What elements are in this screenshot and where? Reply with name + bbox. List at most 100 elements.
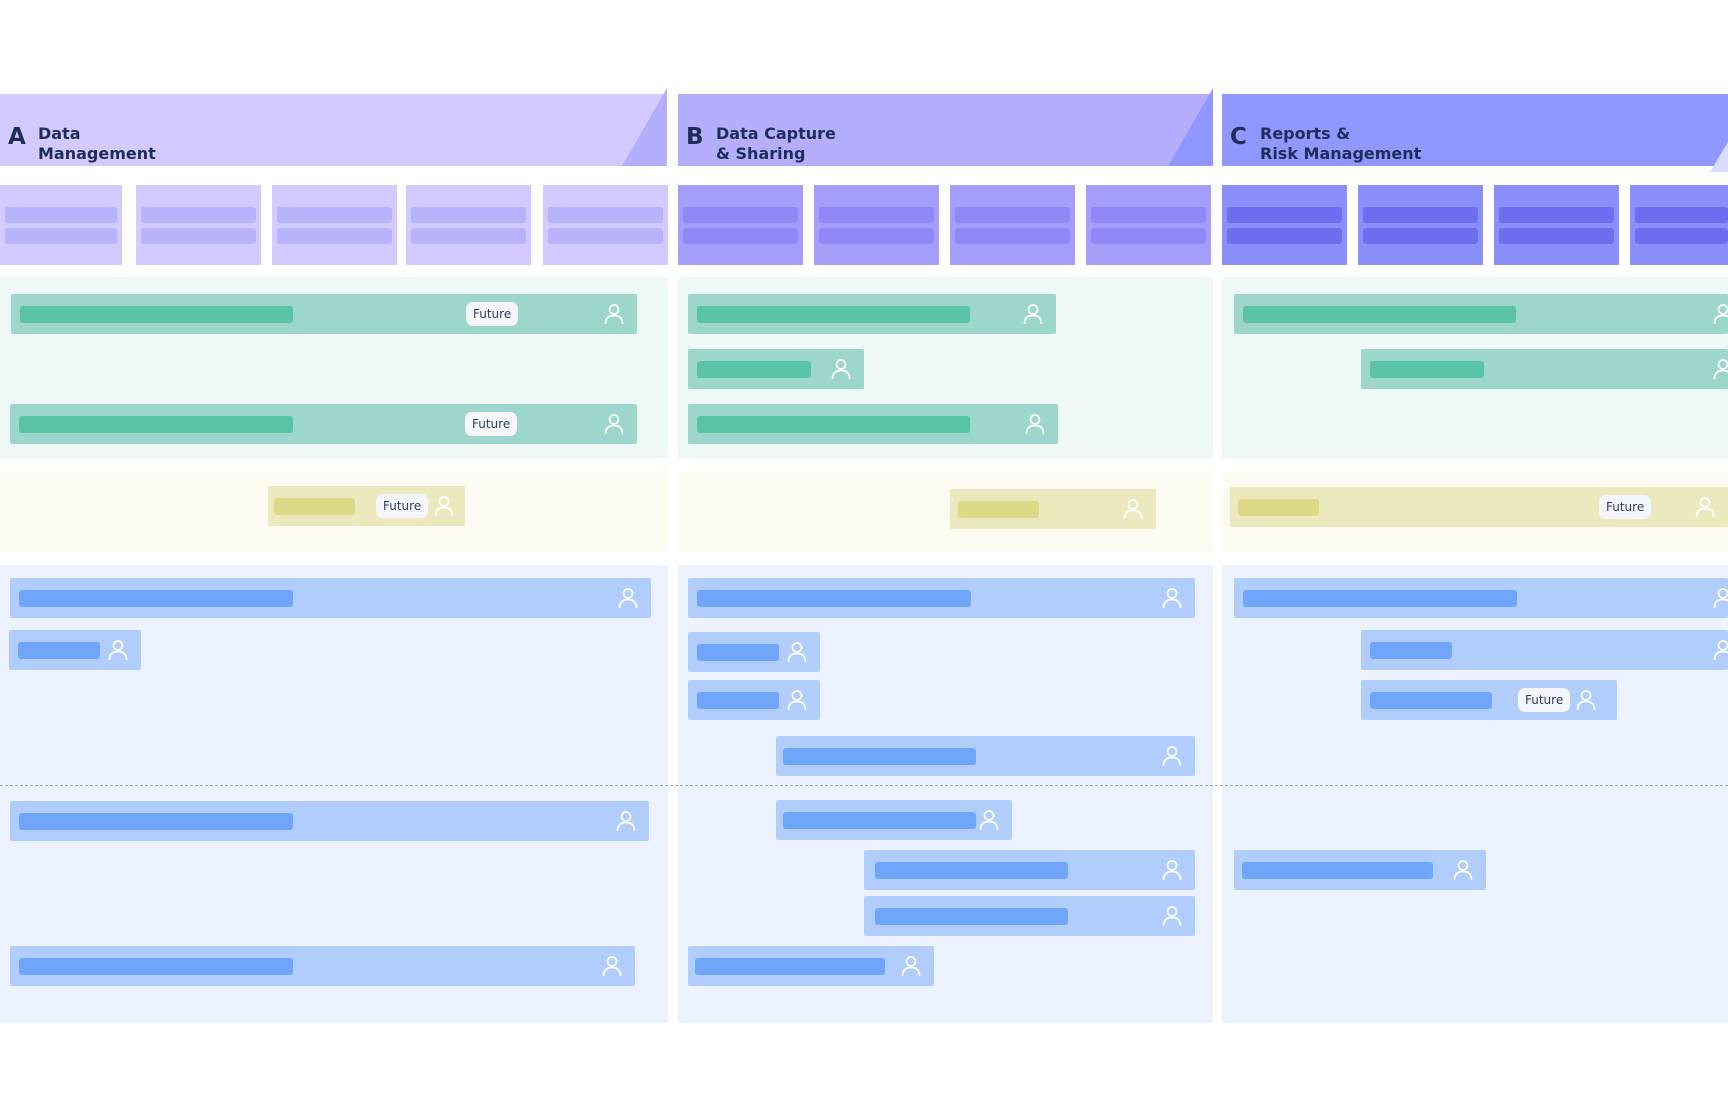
category-card[interactable]: [136, 185, 261, 265]
person-icon: [604, 414, 624, 435]
roadmap-item[interactable]: [864, 850, 1195, 890]
roadmap-item[interactable]: [776, 800, 1012, 840]
person-icon: [979, 810, 999, 831]
person-icon: [787, 690, 807, 711]
column-letter: B: [686, 124, 704, 150]
roadmap-item[interactable]: [688, 632, 820, 672]
divider-line: [0, 785, 1728, 786]
category-card[interactable]: [950, 185, 1075, 265]
person-icon: [108, 640, 128, 661]
person-icon: [1162, 588, 1182, 609]
category-card[interactable]: [0, 185, 122, 265]
category-card[interactable]: [1222, 185, 1347, 265]
person-icon: [1713, 359, 1728, 380]
roadmap-item[interactable]: [688, 349, 864, 389]
roadmap-item[interactable]: [1361, 349, 1728, 389]
roadmap-item[interactable]: [688, 578, 1195, 618]
person-icon: [1695, 497, 1715, 518]
person-icon: [1162, 860, 1182, 881]
roadmap-item[interactable]: [1234, 578, 1728, 618]
future-badge: Future: [466, 302, 519, 326]
roadmap-item[interactable]: [688, 404, 1058, 444]
category-card[interactable]: [543, 185, 668, 265]
category-card[interactable]: [406, 185, 531, 265]
item-title-placeholder: [20, 306, 293, 323]
column-header-c[interactable]: C Reports & Risk Management: [1222, 94, 1728, 172]
person-icon: [1713, 588, 1728, 609]
person-icon: [1576, 690, 1596, 711]
person-icon: [1713, 304, 1728, 325]
header-notch: [622, 88, 667, 166]
roadmap-item[interactable]: [9, 630, 141, 670]
header-notch: [1168, 88, 1213, 166]
person-icon: [1123, 499, 1143, 520]
roadmap-item[interactable]: [10, 801, 649, 841]
item-title-placeholder: [875, 908, 1068, 925]
roadmap-item[interactable]: [1361, 630, 1728, 670]
roadmap-item[interactable]: Future: [11, 294, 637, 334]
item-title-placeholder: [1370, 361, 1484, 378]
future-badge: Future: [465, 412, 518, 436]
item-title-placeholder: [697, 361, 811, 378]
item-title-placeholder: [697, 590, 971, 607]
roadmap-item[interactable]: Future: [1361, 680, 1617, 720]
item-title-placeholder: [19, 813, 293, 830]
item-title-placeholder: [19, 958, 293, 975]
category-card[interactable]: [1086, 185, 1211, 265]
item-title-placeholder: [695, 958, 885, 975]
category-card[interactable]: [814, 185, 939, 265]
roadmap-item[interactable]: [10, 578, 651, 618]
roadmap-item[interactable]: [688, 680, 820, 720]
roadmap-item[interactable]: [688, 946, 934, 986]
header-notch: [1710, 142, 1728, 172]
roadmap-item[interactable]: [776, 736, 1195, 776]
category-card[interactable]: [1630, 185, 1728, 265]
future-badge: Future: [1599, 495, 1652, 519]
roadmap-item[interactable]: [10, 946, 635, 986]
person-icon: [1453, 860, 1473, 881]
person-icon: [602, 956, 622, 977]
roadmap-item[interactable]: [1234, 850, 1486, 890]
person-icon: [1162, 746, 1182, 767]
person-icon: [787, 642, 807, 663]
item-title-placeholder: [274, 498, 355, 515]
person-icon: [1025, 414, 1045, 435]
person-icon: [1162, 906, 1182, 927]
future-badge: Future: [1518, 688, 1571, 712]
item-title-placeholder: [19, 590, 293, 607]
category-card[interactable]: [1358, 185, 1483, 265]
roadmap-item[interactable]: Future: [268, 486, 465, 526]
person-icon: [616, 811, 636, 832]
item-title-placeholder: [697, 416, 970, 433]
item-title-placeholder: [697, 692, 779, 709]
person-icon: [604, 304, 624, 325]
person-icon: [831, 359, 851, 380]
category-card[interactable]: [1494, 185, 1619, 265]
column-letter: A: [8, 124, 26, 150]
column-letter: C: [1230, 124, 1247, 150]
roadmap-item[interactable]: [688, 294, 1056, 334]
roadmap-item[interactable]: Future: [1230, 487, 1728, 527]
column-title: Data Capture & Sharing: [716, 124, 836, 163]
category-card[interactable]: [272, 185, 397, 265]
item-title-placeholder: [875, 862, 1068, 879]
item-title-placeholder: [18, 642, 100, 659]
item-title-placeholder: [958, 501, 1039, 518]
person-icon: [434, 496, 454, 517]
column-header-a[interactable]: A Data Management: [0, 88, 667, 166]
item-title-placeholder: [697, 644, 779, 661]
item-title-placeholder: [1370, 692, 1492, 709]
item-title-placeholder: [697, 306, 970, 323]
roadmap-item[interactable]: [1234, 294, 1728, 334]
column-header-b[interactable]: B Data Capture & Sharing: [678, 88, 1213, 166]
item-title-placeholder: [1243, 590, 1517, 607]
item-title-placeholder: [783, 748, 976, 765]
category-card[interactable]: [678, 185, 803, 265]
column-title: Reports & Risk Management: [1260, 124, 1422, 163]
item-title-placeholder: [19, 416, 293, 433]
item-title-placeholder: [1243, 306, 1516, 323]
roadmap-item[interactable]: Future: [10, 404, 637, 444]
roadmap-item[interactable]: [950, 489, 1156, 529]
roadmap-item[interactable]: [864, 896, 1195, 936]
item-title-placeholder: [1370, 642, 1452, 659]
